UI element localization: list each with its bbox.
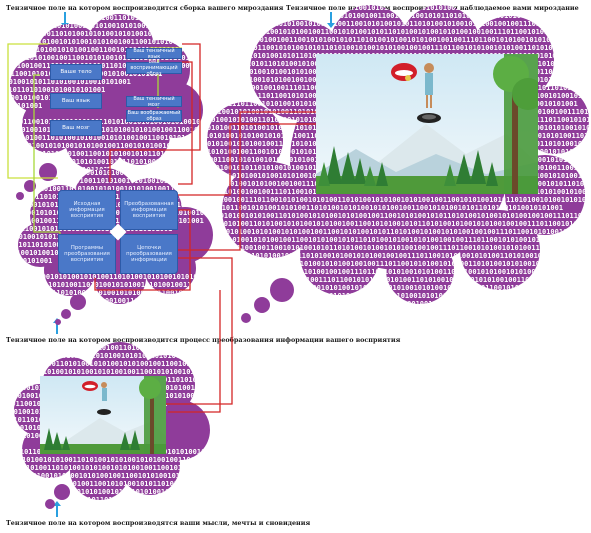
arrow-down-top-right <box>327 12 335 28</box>
box-tensor-brain: Ваш тензичный мозг <box>126 96 182 108</box>
svg-text:1010110101001010010101001: 1010110101001010010101001 <box>0 86 105 94</box>
caption-bottom: Тензичное поле на котором воспроизводятс… <box>6 519 311 527</box>
box-perceiving-image: Ваш воспринимающий образ <box>126 59 182 77</box>
svg-text:101010010101001001100101010010: 1010100101010010011001010100101011010100… <box>0 54 219 62</box>
svg-text:010101001010100100110010101001: 0101010010101001001100101010010101101010… <box>190 244 591 252</box>
box-your-language: Ваш язык <box>50 93 102 109</box>
caption-middle: Тензичное поле на котором воспроизводитс… <box>6 336 401 344</box>
box-your-brain: Ваш мозг <box>50 120 102 136</box>
svg-text:101001010010101001: 101001010010101001 <box>8 249 84 257</box>
svg-text:010101101010010100101010010010: 0101011010100101001010100100100111011001… <box>188 276 591 284</box>
box-transform-chains: Цепочки преобразования информации <box>120 234 178 274</box>
svg-text:010100110101001010100101010010: 0101001101010010101001010100100110010101… <box>0 38 236 46</box>
svg-text:010010011001010100101011010100: 0100100110010101001010110101001010010101… <box>0 166 179 174</box>
svg-text:101100101010010101001101010010: 1011001010100101010011010100101010010101… <box>8 177 231 185</box>
svg-text:010101001001100101010010101101: 0101010010011001010100101011010100101001… <box>188 252 591 260</box>
svg-text:101010010101001001100101010010: 1010100101010010011001010100101011010100… <box>186 44 591 52</box>
svg-text:001001110110010101001010100110: 0010011101100101010010101001101010010101… <box>190 4 591 12</box>
svg-text:10010101001: 10010101001 <box>1 432 47 440</box>
svg-text:101100101010010101001101010010: 1011001010100101010011010100101010010101… <box>188 12 591 20</box>
svg-text:010010101001001001110110010101: 0100101010010010011101100101010010101001… <box>190 292 591 300</box>
svg-text:010100101001010100100100111011: 0101001010010101001001001110110010101001… <box>186 284 591 292</box>
svg-text:010100101010011010100101010010: 0101001010100110101001010100101010010011… <box>186 20 591 28</box>
svg-text:101100101010010101001101010010: 1011001010100101010011010100101010010101… <box>0 22 234 30</box>
svg-text:100101010011010100101010010101: 1001010100110101001010100101010010011001… <box>0 134 236 142</box>
landscape-scene-small <box>40 376 166 454</box>
svg-text:010100110101001010100101010010: 0101001101010010101001010100100110010101… <box>5 368 233 376</box>
caption-top-left: Тензичное поле на котором воспроизводитс… <box>6 4 284 12</box>
svg-text:010010101001010100100110010101: 0100101010010101001001100101010010101101… <box>0 150 232 158</box>
svg-text:1001: 1001 <box>10 265 27 273</box>
connector-red-top <box>109 43 201 182</box>
svg-text:010011001010100101011010100101: 0100110010101001010110101001010010101001… <box>186 260 591 268</box>
svg-text:101010011010100101010010101001: 1010100110101001010100101010010011001010… <box>188 228 591 236</box>
svg-text:100110101001010100101010010011: 1001101010010101001010100100110010101001… <box>8 297 231 305</box>
svg-text:010100101010011010100101010010: 0101001010100110101001010100101010010011… <box>6 185 229 193</box>
svg-text:010010101001001100101010010101: 0100101010010011001010100101011010100101… <box>5 488 216 496</box>
svg-text:010101001010110101001010010101: 0101010010101101010010100101010010010011… <box>190 268 591 276</box>
svg-text:001001110110010101001010100110: 0010011101100101010010101001101010010101… <box>0 14 236 22</box>
svg-text:100110101001010100101010010011: 1001101010010101001010100100110010101001… <box>0 142 234 150</box>
svg-text:10010101001: 10010101001 <box>6 257 52 265</box>
svg-text:101010010101001001100101010010: 1010100101010010011001010100101011010100… <box>6 209 229 217</box>
box-your-body: Ваше тело <box>50 64 102 80</box>
svg-text:010010011001010100101011010100: 0100100110010101001010110101001010010101… <box>3 496 184 504</box>
box-transformed-info: Преобразованная информация восприятия <box>120 190 178 230</box>
svg-text:100101010010101001101010010101: 1001010100101010011010100101010010101001… <box>0 126 232 134</box>
svg-text:101010010101001010100100110010: 1010100101010010101001001100101010010101… <box>188 36 591 44</box>
svg-text:10010101001: 10010101001 <box>0 102 42 110</box>
svg-text:110101001010100101010010011001: 1101010010101001010100100110010101001010… <box>186 236 591 244</box>
svg-text:001001110110010101001010100110: 0010011101100101010010101001101010010101… <box>5 344 233 352</box>
svg-text:101001010010101001: 101001010010101001 <box>0 94 74 102</box>
svg-text:110110010101001010100110101001: 1101100101010010101001101010010101001010… <box>186 212 591 220</box>
svg-text:100101010010101001101010010101: 1001010100101010011010100101010010101001… <box>1 456 229 464</box>
connector-green-left <box>33 74 60 233</box>
box-transform-programs: Программы преобразования восприятия <box>58 234 116 274</box>
connector-red-right <box>148 123 316 196</box>
svg-text:010010010011101100101010010101: 0100100100111011001010100101010011010100… <box>188 300 580 308</box>
svg-text:010100101010011010100101010010: 0101001010100110101001010100101010010011… <box>0 30 232 38</box>
svg-text:100101010011010100101010010101: 1001010100110101001010100101010010011001… <box>10 289 233 297</box>
svg-text:101010010101001101010010101001: 1010100101010011010100101010010101001001… <box>190 220 591 228</box>
svg-text:001110110010101001010100110101: 0011101100101010010101001101010010101001… <box>0 118 234 126</box>
arrow-up-bottom <box>53 501 61 517</box>
box-source-info: Исходная информация восприятия <box>58 190 116 230</box>
connector-red-bottom <box>140 257 233 405</box>
connector-lime-left <box>7 43 58 179</box>
svg-text:100110101001010100101010010011: 1001101010010101001010100100110010101001… <box>3 472 231 480</box>
box-imagined-image: Ваш воображаемый образ <box>126 110 182 122</box>
svg-text:010100110101001010100101010010: 0101001101010010101001010100100110010101… <box>190 28 591 36</box>
svg-text:001110110010101001010100110101: 0011101100101010010101001101010010101001… <box>8 273 231 281</box>
svg-text:101010010101101010010100101010: 10101001010110101001010010101001 <box>0 78 131 86</box>
svg-text:101100101010010101001101010010: 1011001010100101010011010100101010010101… <box>3 352 231 360</box>
svg-text:101010010101001010100100110010: 1010100101010010101001001100101010010101… <box>0 46 234 54</box>
svg-text:010100101010011010100101010010: 0101001010100110101001010100101010010011… <box>1 360 229 368</box>
svg-text:001001110110010101001010100110: 0010011101100101010010101001101010010101… <box>10 169 233 177</box>
svg-text:100100111011001010100101010011: 1001001110110010101001010100110101001010… <box>188 204 563 212</box>
svg-text:100101010010101001101010010101: 1001010100101010011010100101010010101001… <box>6 281 229 289</box>
landscape-scene-large <box>316 54 538 194</box>
svg-text:010010101001010100100110010101: 0100101010010101001001100101010010101101… <box>1 480 229 488</box>
box-tensor-language: Ваш тензичный язык <box>126 48 182 60</box>
svg-text:101010010010011101100101010010: 1010100100100111011001010100101010011010… <box>190 196 591 204</box>
svg-text:010010101001001100101010010101: 0100101010010011001010100101011010100101… <box>0 158 211 166</box>
svg-text:1001: 1001 <box>5 440 22 448</box>
svg-text:100101010011010100101010010101: 1001010100110101001010100101010010011001… <box>5 464 233 472</box>
